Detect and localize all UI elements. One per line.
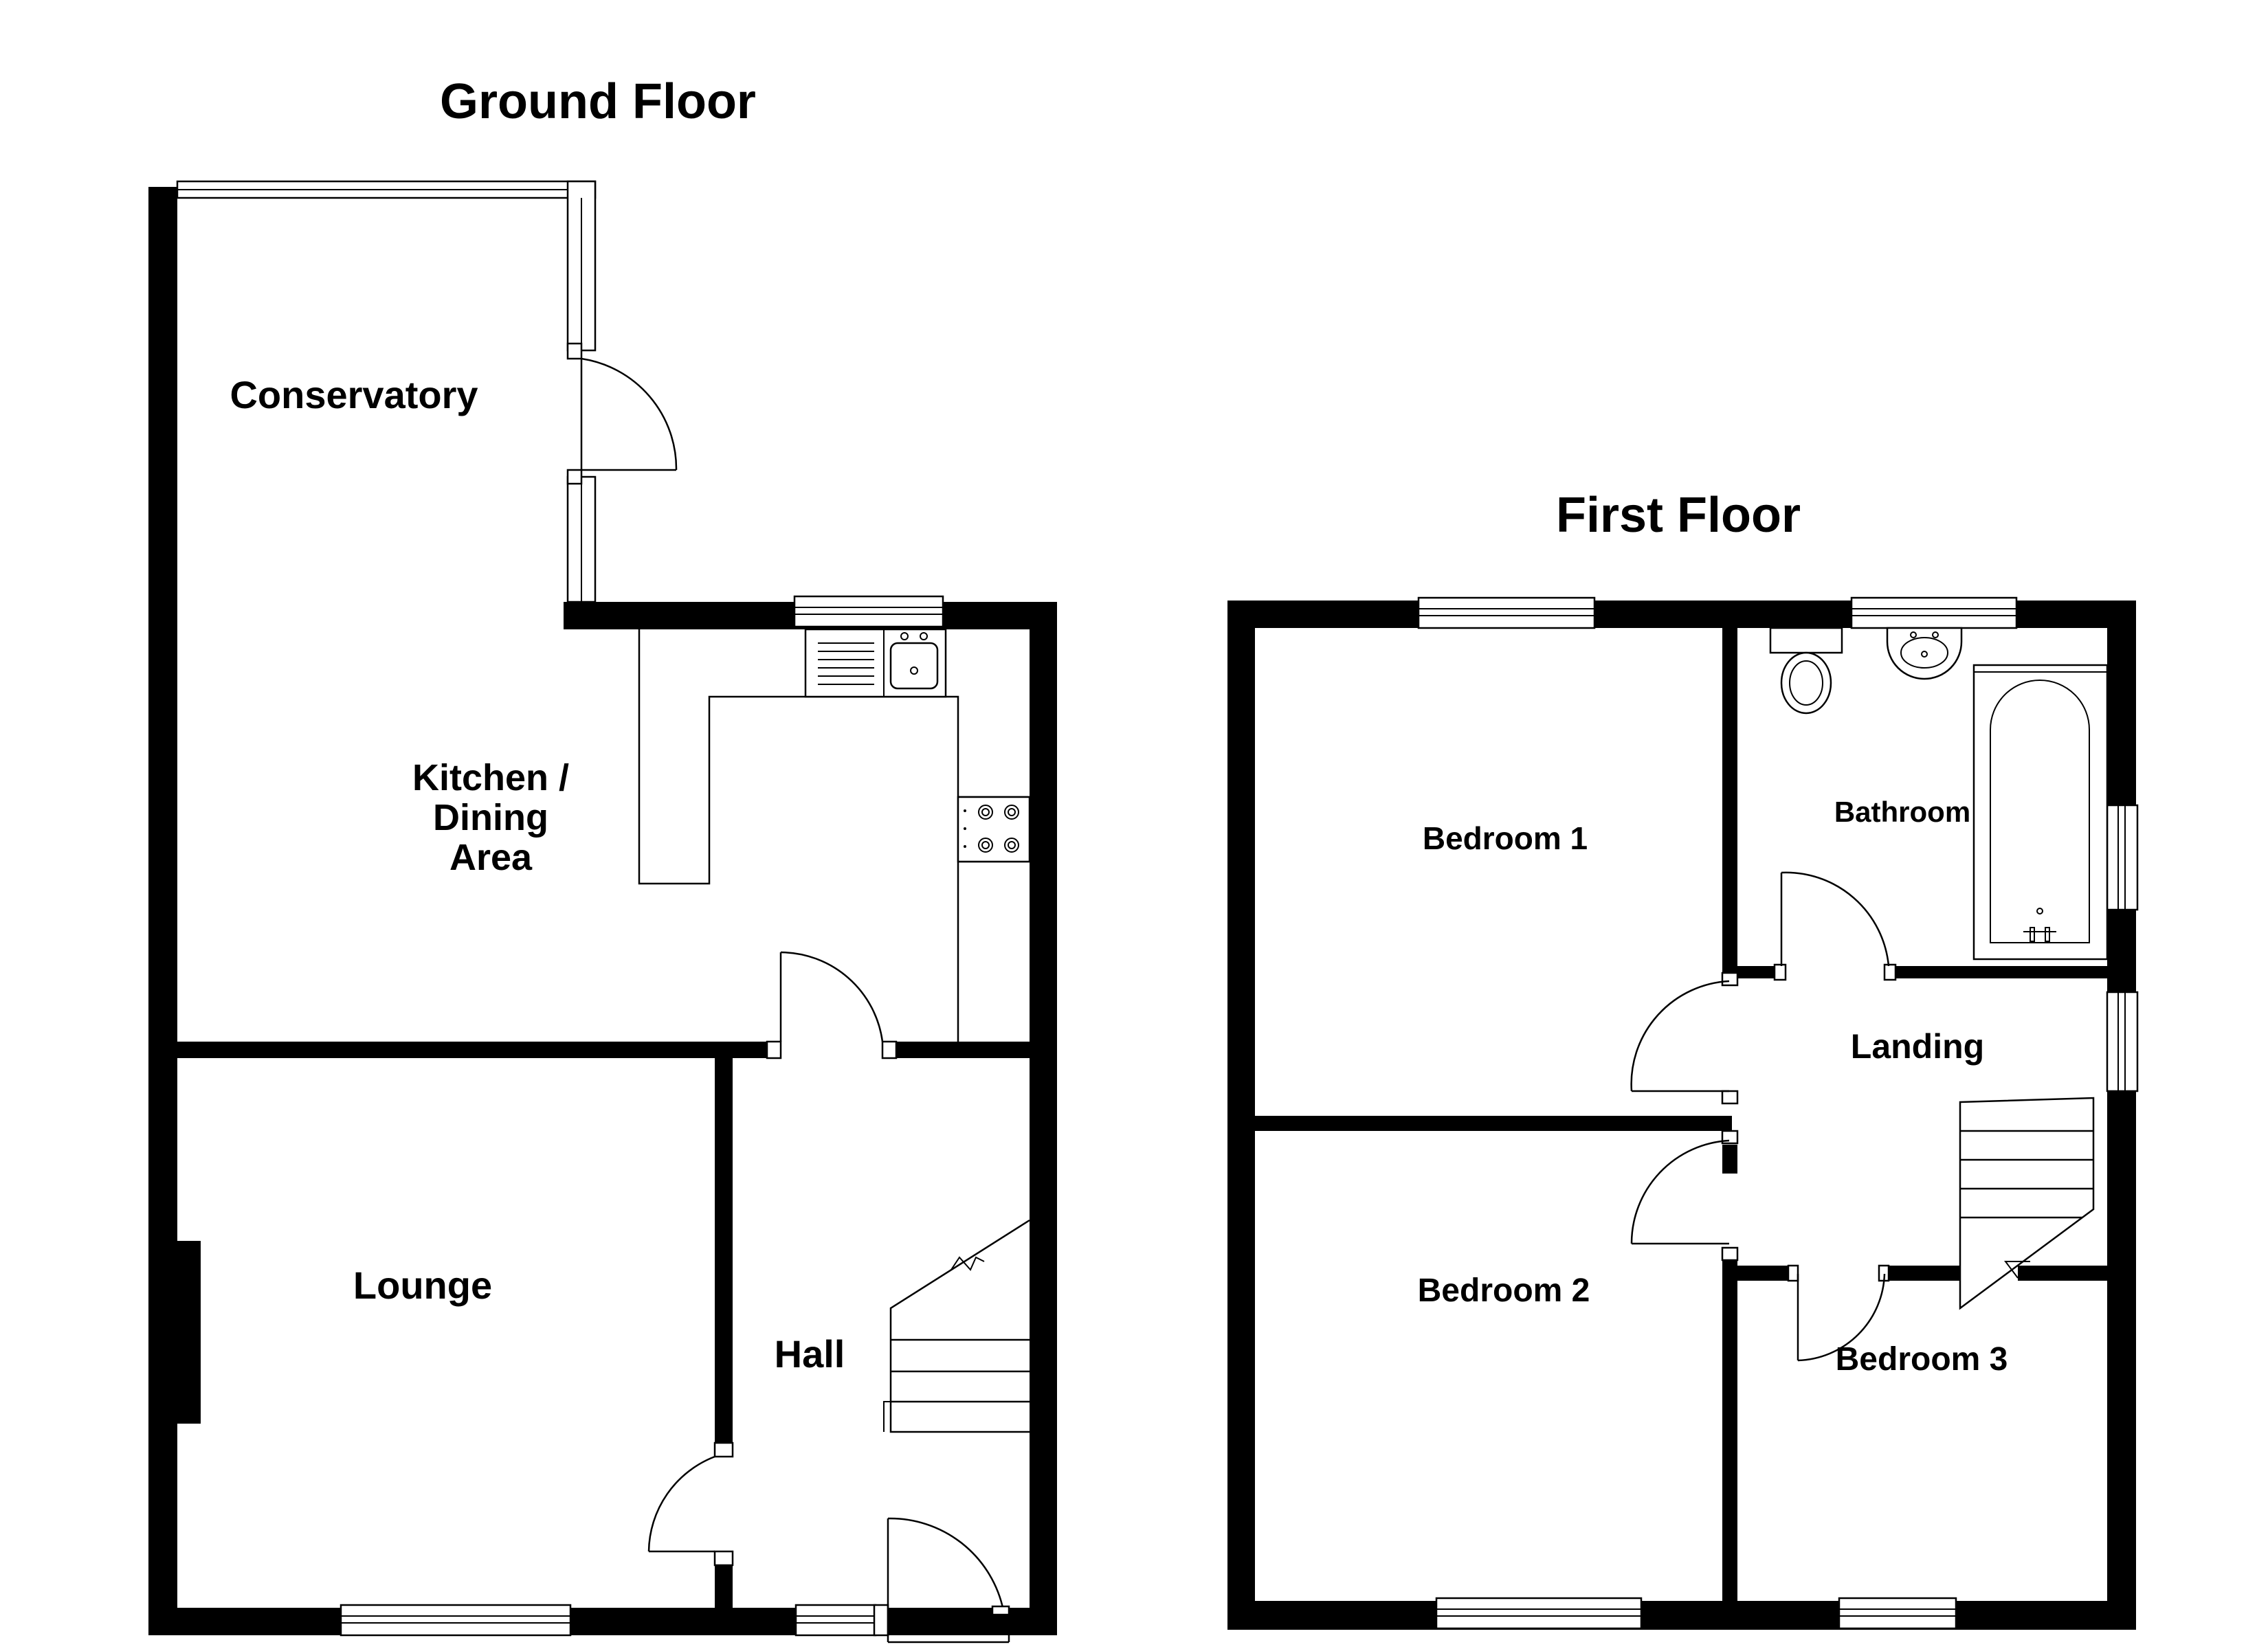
room-label-kitchen-line2: Dining: [433, 797, 548, 838]
bath-icon: [1972, 664, 2109, 961]
ground-floor-walls: [148, 187, 1057, 1635]
room-label-bathroom: Bathroom: [1834, 796, 1970, 828]
toilet-icon: [1769, 627, 1843, 715]
room-label-conservatory: Conservatory: [230, 373, 478, 416]
kitchen-hall-door: [766, 951, 898, 1059]
bedroom3-door: [1787, 1264, 1890, 1362]
front-door: [873, 1517, 1010, 1644]
room-label-bedroom2: Bedroom 2: [1418, 1272, 1590, 1309]
conservatory-glazing: [176, 180, 597, 603]
room-label-kitchen-line1: Kitchen /: [412, 757, 569, 798]
ground-floor-title: Ground Floor: [440, 74, 756, 129]
hall-stairs: [883, 1219, 1030, 1433]
room-label-bedroom3: Bedroom 3: [1836, 1341, 2008, 1378]
hob-icon: [957, 796, 1031, 863]
room-label-lounge: Lounge: [353, 1264, 492, 1307]
first-floor-plan: First Floor: [1227, 488, 2139, 1630]
ground-floor-windows: [340, 595, 944, 1637]
first-floor-title: First Floor: [1556, 488, 1801, 543]
lounge-door: [647, 1442, 734, 1567]
bathroom-door: [1773, 871, 1897, 981]
room-label-landing: Landing: [1851, 1027, 1984, 1066]
landing-stairs: [1959, 1097, 2095, 1310]
room-label-bedroom1: Bedroom 1: [1423, 820, 1588, 856]
room-label-kitchen-line3: Area: [449, 837, 533, 878]
kitchen-sink-icon: [804, 628, 947, 698]
basin-icon: [1886, 627, 1963, 680]
ground-floor-plan: Ground Floor: [148, 74, 1057, 1644]
first-floor-windows: [1417, 596, 2139, 1630]
bedroom2-door: [1630, 1130, 1739, 1261]
conservatory-door: [580, 357, 678, 471]
bedroom1-door: [1630, 972, 1739, 1105]
room-label-hall: Hall: [775, 1332, 845, 1376]
